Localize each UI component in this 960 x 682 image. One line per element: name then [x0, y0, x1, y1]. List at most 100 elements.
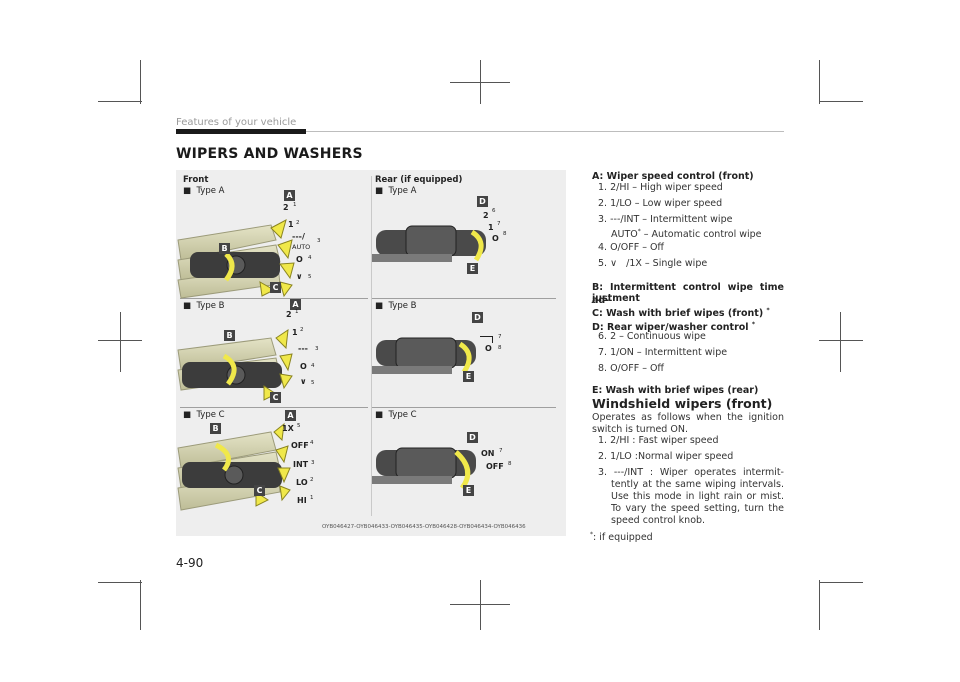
list-item: 3. ---/INT : Wiper operates intermit- [598, 467, 784, 478]
list-item: 4. O/OFF – Off [598, 242, 664, 253]
symbol-continuous: 2 [483, 211, 489, 220]
symbol-on: ON [481, 449, 495, 458]
header-rule [306, 131, 784, 132]
number-6: 6 [492, 208, 496, 214]
type-label: Type B [388, 301, 417, 311]
badge-d: D [477, 196, 488, 207]
badge-c: C [270, 282, 281, 293]
section-e-heading: E: Wash with brief wipes (rear) [592, 385, 759, 396]
symbol-off: O [485, 344, 492, 353]
symbol-lo: LO [296, 478, 308, 487]
number-7: 7 [497, 221, 501, 227]
list-item-cont: speed control knob. [611, 515, 706, 526]
list-item: 7. 1/ON – Intermittent wipe [598, 347, 728, 358]
badge-a: A [284, 190, 295, 201]
badge-d: D [467, 432, 478, 443]
list-number: 5. [598, 258, 608, 269]
symbol-hi: 2 [283, 203, 289, 212]
number-3: 3 [315, 346, 319, 352]
front-type-c-label: ■ Type C [183, 410, 225, 420]
figure-divider-vertical [371, 176, 372, 516]
badge-e: E [467, 263, 478, 274]
symbol-lo: 1 [288, 220, 294, 229]
symbol-off: O [296, 255, 303, 264]
front-type-c-stalk [177, 422, 291, 511]
rear-label: Rear (if equipped) [375, 175, 463, 185]
windshield-heading: Windshield wipers (front) [592, 396, 773, 411]
number-8: 8 [498, 345, 502, 351]
rear-type-b-stalk [372, 337, 476, 374]
section-b-heading: B: Intermittent control wipe time ad- [592, 282, 784, 306]
figure-divider [180, 407, 368, 408]
footnote-mark: * [590, 531, 593, 538]
list-item: 8. O/OFF – Off [598, 363, 664, 374]
list-item: 1. 2/HI – High wiper speed [598, 182, 723, 193]
symbol-single: ∨ [300, 377, 307, 386]
badge-b: B [224, 330, 235, 341]
single-wipe-icon: ∨ [610, 258, 618, 269]
type-label: Type C [388, 410, 417, 420]
rear-type-a-stalk [372, 225, 486, 262]
section-b-heading-cont: justment [592, 293, 640, 304]
footnote-mark: * [751, 321, 756, 328]
number-5: 5 [297, 423, 301, 429]
auto-description: – Automatic control wipe [643, 229, 762, 241]
symbol-hi: HI [297, 496, 307, 505]
number-5: 5 [308, 274, 312, 280]
number-2: 2 [310, 477, 314, 483]
number-3: 3 [311, 460, 315, 466]
number-3: 3 [317, 238, 321, 244]
auto-label: AUTO [611, 229, 638, 241]
symbol-single: 1X [282, 424, 294, 433]
symbol-auto: AUTO [292, 243, 311, 251]
symbol-off: O [492, 234, 499, 243]
badge-c: C [270, 392, 281, 403]
symbol-lo: 1 [292, 328, 298, 337]
badge-a: A [285, 410, 296, 421]
symbol-int: ---/ [292, 232, 305, 241]
intro-text-cont: switch is turned ON. [592, 424, 688, 435]
list-item: AUTO* – Automatic control wipe [611, 225, 762, 241]
list-item: 5. ∨ /1X – Single wipe [598, 257, 707, 270]
list-item-cont: tently at the same wiping intervals. [611, 479, 784, 490]
number-2: 2 [296, 220, 300, 226]
number-4: 4 [311, 363, 315, 369]
footnote-text: : if equipped [593, 532, 653, 544]
section-c-heading: C: Wash with brief wipes (front) * [592, 304, 770, 320]
badge-c: C [254, 485, 265, 496]
footnote-mark: * [766, 307, 770, 314]
symbol-int: --- [298, 344, 308, 353]
front-type-a-label: ■ Type A [183, 186, 225, 196]
rear-type-b-label: ■ Type B [375, 301, 417, 311]
heading-text: C: Wash with brief wipes (front) [592, 308, 764, 320]
badge-b: B [219, 243, 230, 254]
front-type-a-stalk [177, 219, 295, 299]
header-bar [176, 129, 306, 134]
section-header: Features of your vehicle [176, 117, 297, 128]
number-1: 1 [310, 495, 314, 501]
type-label: Type B [196, 301, 225, 311]
figure-divider [372, 407, 556, 408]
figure-divider [180, 298, 368, 299]
wiper-stalk-illustrations [177, 219, 486, 511]
front-label: Front [183, 175, 209, 185]
number-1: 1 [295, 309, 299, 315]
symbol-off: OFF [291, 441, 309, 450]
number-1: 1 [293, 202, 297, 208]
number-2: 2 [300, 327, 304, 333]
number-7: 7 [499, 448, 503, 454]
badge-b: B [210, 423, 221, 434]
number-4: 4 [308, 255, 312, 261]
symbol-off: OFF [486, 462, 504, 471]
type-label: Type A [196, 186, 225, 196]
number-7: 7 [498, 334, 502, 340]
section-d-heading: D: Rear wiper/washer control * [592, 318, 755, 334]
type-label: Type A [388, 186, 417, 196]
badge-e: E [463, 371, 474, 382]
type-label: Type C [196, 410, 225, 420]
list-item: 1. 2/HI : Fast wiper speed [598, 435, 719, 446]
list-item: 6. 2 – Continuous wipe [598, 331, 706, 342]
badge-a: A [290, 299, 301, 310]
rear-type-c-stalk [372, 447, 476, 490]
badge-e: E [463, 485, 474, 496]
